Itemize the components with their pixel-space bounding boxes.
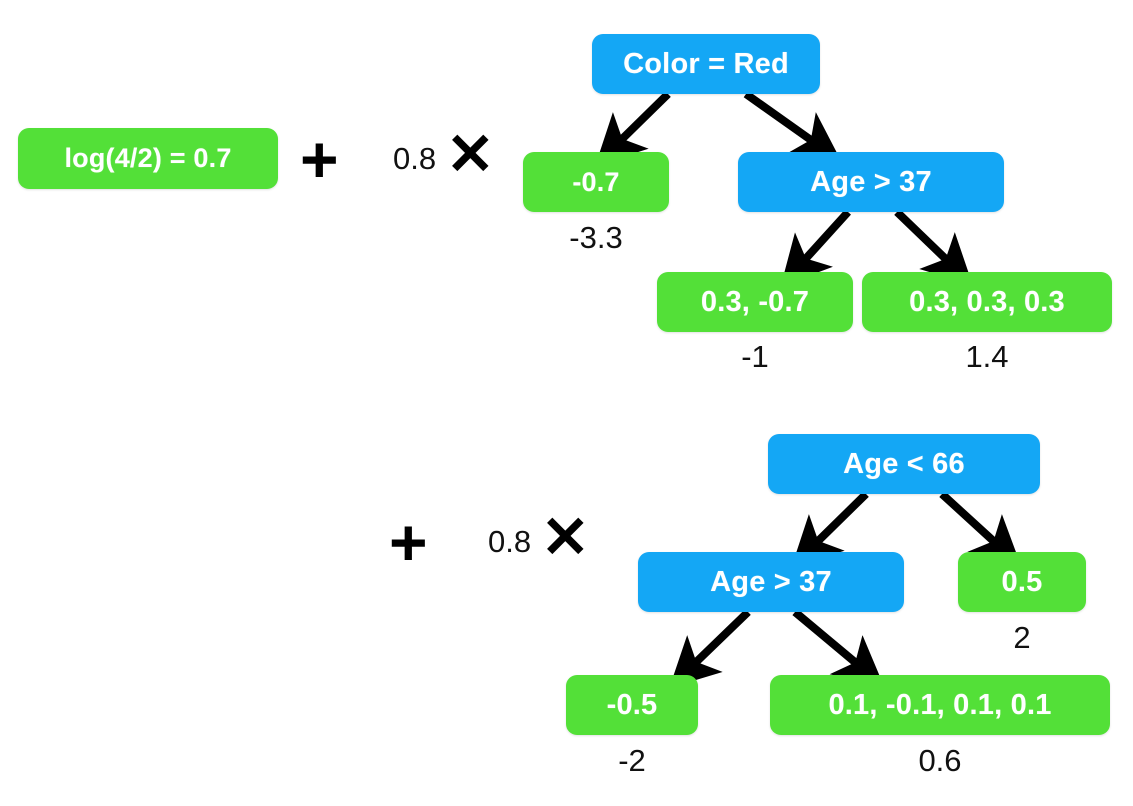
edge-t2-mid-left [669,609,751,689]
edge-t2-root-right [939,491,1022,567]
plus-operator-2: + [389,505,428,579]
coefficient-1: 0.8 [393,141,437,176]
edge-t1-mid-right [894,209,973,285]
tree-1-node-root: Color = Red [592,34,820,94]
edge-t1-root-left [595,91,671,166]
tree-1-output-leaf-a: -3.3 [569,220,623,255]
edge-t1-root-right [743,90,842,162]
tree-2-node-leaf-b: -0.5 [566,675,698,735]
tree-2-node-leaf-c: 0.1, -0.1, 0.1, 0.1 [770,675,1110,735]
edge-t1-mid-left [780,209,851,287]
tree-1-output-leaf-b: -1 [741,339,769,374]
tree-2-output-leaf-c: 0.6 [918,743,962,778]
coefficient-2: 0.8 [488,524,532,559]
edge-t2-mid-right [792,608,885,687]
edge-t2-root-left [791,491,869,568]
tree-2-node-leaf-a: 0.5 [958,552,1086,612]
initial-prediction-node: log(4/2) = 0.7 [18,128,278,189]
tree-1-node-leaf-a: -0.7 [523,152,669,212]
tree-1-output-leaf-c: 1.4 [965,339,1009,374]
times-operator-2: ✕ [541,505,590,570]
plus-operator-1: + [300,122,339,196]
tree-1-node-leaf-b: 0.3, -0.7 [657,272,853,332]
tree-2-node-root: Age < 66 [768,434,1040,494]
tree-2-output-leaf-b: -2 [618,743,646,778]
tree-1-node-mid: Age > 37 [738,152,1004,212]
times-operator-1: ✕ [446,122,495,187]
tree-2-output-leaf-a: 2 [1013,620,1031,655]
tree-2-node-mid: Age > 37 [638,552,904,612]
tree-1-node-leaf-c: 0.3, 0.3, 0.3 [862,272,1112,332]
